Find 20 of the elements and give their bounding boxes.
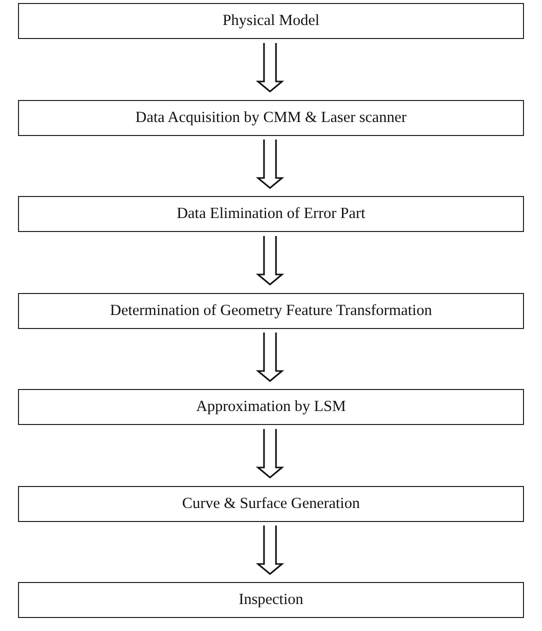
- process-box: [18, 486, 524, 522]
- process-box: [18, 389, 524, 425]
- process-box: [18, 292, 524, 328]
- block-arrow: [256, 428, 284, 479]
- block-arrow: [256, 42, 284, 93]
- process-box: [18, 100, 524, 136]
- step-label: Curve & Surface Generation: [182, 494, 360, 512]
- process-box: [18, 582, 524, 618]
- step-label: Data Acquisition by CMM & Laser scanner: [135, 108, 407, 126]
- process-box: [18, 196, 524, 232]
- step-label: Data Elimination of Error Part: [176, 205, 366, 223]
- step-label: Determination of Geometry Feature Transformation: [110, 302, 432, 320]
- process-box: [18, 3, 524, 39]
- step-label: Physical Model: [222, 12, 320, 30]
- block-arrow: [256, 138, 284, 190]
- step-label: Approximation by LSM: [196, 398, 346, 416]
- block-arrow: [256, 332, 284, 382]
- block-arrow: [256, 235, 284, 286]
- block-arrow: [256, 524, 284, 576]
- step-label: Inspection: [238, 591, 304, 609]
